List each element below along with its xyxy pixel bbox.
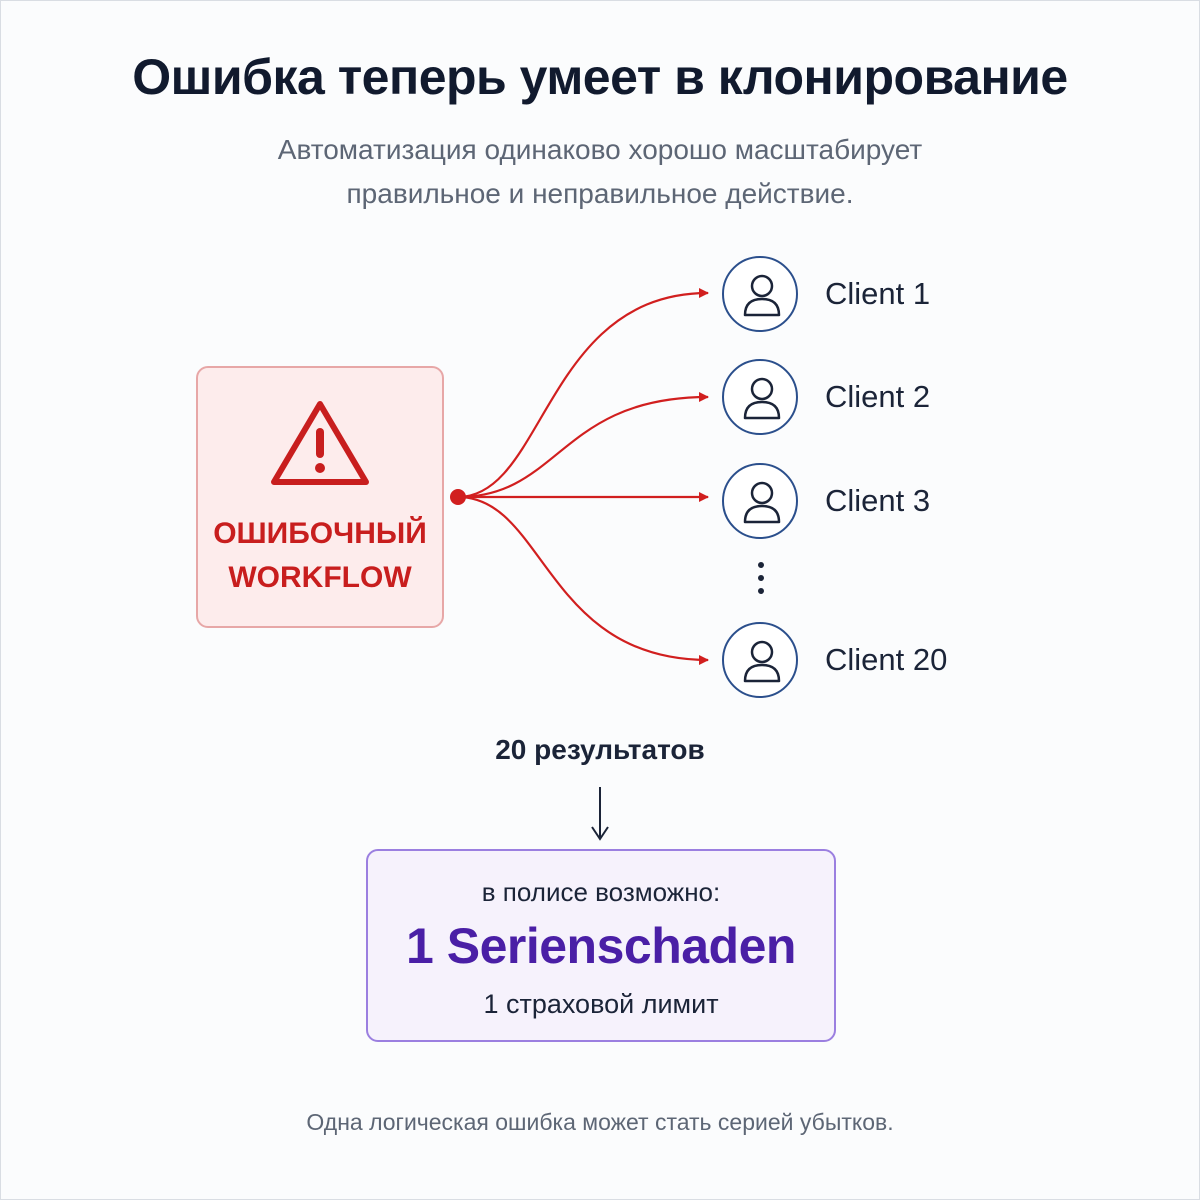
connector-line-client-2 [457, 392, 709, 499]
policy-sub-text: 1 страховой лимит [483, 989, 719, 1019]
ellipsis-dots [755, 562, 767, 602]
client-label: Client 2 [825, 379, 931, 414]
user-icon [743, 481, 781, 524]
client-label: Client 20 [825, 642, 948, 677]
client-label: Client 1 [825, 276, 931, 311]
down-arrow-icon [591, 787, 609, 841]
connector-line-client-1 [457, 288, 709, 499]
client-avatar [722, 463, 798, 539]
user-icon [743, 377, 781, 420]
subtitle-line-2: правильное и неправильное действие. [346, 178, 854, 209]
footer-note: Одна логическая ошибка может стать серие… [306, 1109, 894, 1135]
connector-line-client-20 [457, 495, 709, 665]
user-icon [743, 274, 781, 317]
policy-main-text: 1 Serienschaden [406, 918, 796, 974]
client-node-20: Client 20 [722, 622, 1022, 702]
workflow-label-line-2: WORKFLOW [228, 561, 412, 594]
subtitle-line-1: Автоматизация одинаково хорошо масштабир… [277, 134, 923, 165]
client-node-1: Client 1 [722, 256, 1022, 336]
client-avatar [722, 359, 798, 435]
workflow-label: ОШИБОЧНЫЙ WORKFLOW [198, 512, 442, 600]
policy-summary-box: в полисе возможно: 1 Serienschaden 1 стр… [366, 849, 836, 1042]
policy-intro-text: в полисе возможно: [481, 877, 721, 907]
client-avatar [722, 256, 798, 332]
client-node-3: Client 3 [722, 463, 1022, 543]
workflow-label-line-1: ОШИБОЧНЫЙ [213, 517, 427, 550]
client-label: Client 3 [825, 483, 931, 518]
results-count-label: 20 результатов [495, 734, 705, 765]
client-node-2: Client 2 [722, 359, 1022, 439]
page-title: Ошибка теперь умеет в клонирование [132, 49, 1068, 105]
user-icon [743, 640, 781, 683]
warning-triangle-icon [271, 401, 369, 485]
client-avatar [722, 622, 798, 698]
page-subtitle: Автоматизация одинаково хорошо масштабир… [250, 128, 950, 216]
faulty-workflow-box: ОШИБОЧНЫЙ WORKFLOW [196, 366, 444, 628]
